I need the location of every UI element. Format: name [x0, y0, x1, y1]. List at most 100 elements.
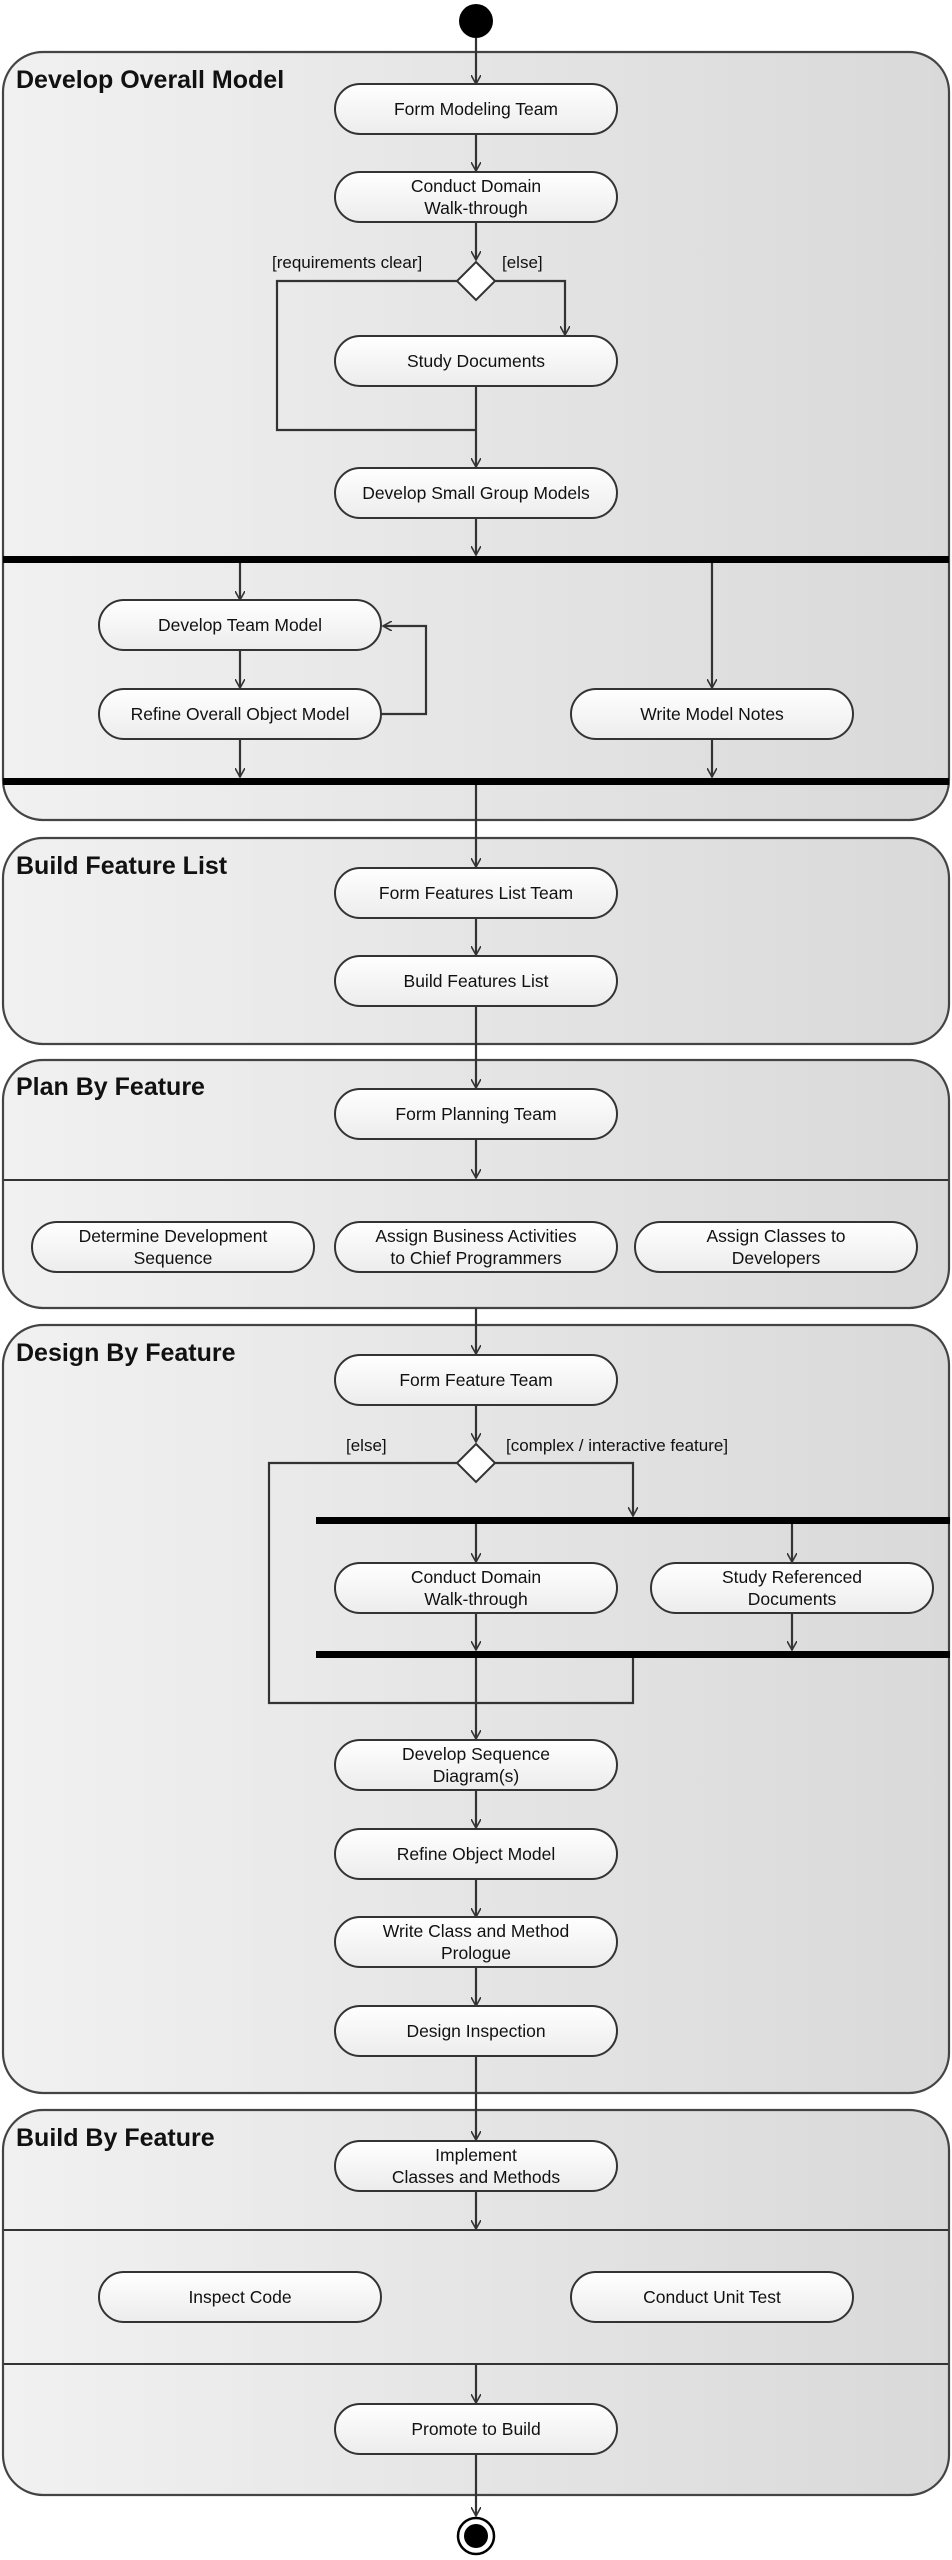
activity-shape [334, 2140, 618, 2192]
activity-label: Developers [732, 1248, 821, 1268]
activity-shape [334, 2005, 618, 2057]
activity-label: Refine Object Model [397, 1844, 556, 1864]
activity-shape [334, 467, 618, 519]
activity-shape [334, 1916, 618, 1968]
activity-shape [98, 688, 382, 740]
join-bar [3, 778, 949, 785]
activity-label: Write Model Notes [640, 704, 784, 724]
guard-label: [else] [502, 253, 543, 272]
activity-label: Conduct Domain [411, 176, 541, 196]
activity-form-modeling-team: Form Modeling Team [334, 83, 618, 135]
activity-shape [98, 599, 382, 651]
activity-label: Classes and Methods [392, 2167, 561, 2187]
activity-refine-overall-object-model: Refine Overall Object Model [98, 688, 382, 740]
activity-shape [334, 1562, 618, 1614]
phase-title: Build By Feature [16, 2124, 215, 2152]
activity-label: Promote to Build [411, 2419, 540, 2439]
activity-label: Form Modeling Team [394, 99, 558, 119]
activity-shape [570, 2271, 854, 2323]
phase-title: Develop Overall Model [16, 66, 284, 94]
activity-label: Develop Team Model [158, 615, 322, 635]
activity-shape [334, 2403, 618, 2455]
activity-shape [334, 1088, 618, 1140]
activity-conduct-unit-test: Conduct Unit Test [570, 2271, 854, 2323]
activity-label: Study Referenced [722, 1567, 862, 1587]
control-flow [240, 38, 792, 2516]
activity-label: Build Features List [404, 971, 549, 991]
activity-label: Inspect Code [188, 2287, 291, 2307]
initial-node [459, 4, 493, 38]
activity-shape [334, 867, 618, 919]
activity-inspect-code: Inspect Code [98, 2271, 382, 2323]
activity-shape [334, 171, 618, 223]
activity-label: Prologue [441, 1943, 511, 1963]
phase-title: Plan By Feature [16, 1073, 205, 1101]
activity-develop-small-group-models: Develop Small Group Models [334, 467, 618, 519]
activity-label: Walk-through [424, 1589, 527, 1609]
activity-label: Design Inspection [406, 2021, 545, 2041]
activity-shape [31, 1221, 315, 1273]
guard-label: [else] [346, 1436, 387, 1455]
guard-label: [complex / interactive feature] [506, 1436, 728, 1455]
activity-shape [334, 955, 618, 1007]
join-bar [316, 1651, 950, 1658]
activity-form-feature-team: Form Feature Team [334, 1354, 618, 1406]
activity-label: Conduct Domain [411, 1567, 541, 1587]
activity-shape [334, 1221, 618, 1273]
decision-node [455, 260, 497, 302]
fork-bar [3, 556, 949, 563]
activity-form-features-list-team: Form Features List Team [334, 867, 618, 919]
activity-label: Write Class and Method [383, 1921, 569, 1941]
activity-label: Diagram(s) [433, 1766, 520, 1786]
activity-refine-object-model: Refine Object Model [334, 1828, 618, 1880]
activity-shape [650, 1562, 934, 1614]
fork-bar [316, 1517, 950, 1524]
activity-label: Assign Classes to [706, 1226, 845, 1246]
activity-label: Documents [748, 1589, 837, 1609]
activity-shape [334, 335, 618, 387]
activity-shape [334, 83, 618, 135]
activity-label: Refine Overall Object Model [131, 704, 350, 724]
activity-shape [634, 1221, 918, 1273]
activity-promote-to-build: Promote to Build [334, 2403, 618, 2455]
activity-shape [98, 2271, 382, 2323]
guard-label: [requirements clear] [272, 253, 422, 272]
activity-label: Conduct Unit Test [643, 2287, 781, 2307]
activity-label: Form Features List Team [379, 883, 573, 903]
phase-title: Build Feature List [16, 852, 228, 880]
activity-label: Walk-through [424, 198, 527, 218]
activity-label: Develop Small Group Models [362, 483, 590, 503]
activity-label: Study Documents [407, 351, 545, 371]
activity-label: Develop Sequence [402, 1744, 550, 1764]
activity-shape [334, 1828, 618, 1880]
activity-write-model-notes: Write Model Notes [570, 688, 854, 740]
activity-label: Sequence [134, 1248, 213, 1268]
decision-node [455, 1442, 497, 1484]
phase-title: Design By Feature [16, 1339, 236, 1367]
activity-shape [334, 1739, 618, 1791]
activity-shape [334, 1354, 618, 1406]
activity-label: Form Planning Team [395, 1104, 556, 1124]
activity-build-features-list: Build Features List [334, 955, 618, 1007]
activity-form-planning-team: Form Planning Team [334, 1088, 618, 1140]
final-node [456, 2516, 496, 2556]
activity-label: to Chief Programmers [390, 1248, 561, 1268]
activity-label: Determine Development [79, 1226, 268, 1246]
activity-label: Assign Business Activities [375, 1226, 577, 1246]
activity-label: Form Feature Team [399, 1370, 552, 1390]
activity-design-inspection: Design Inspection [334, 2005, 618, 2057]
activity-shape [570, 688, 854, 740]
activity-develop-team-model: Develop Team Model [98, 599, 382, 651]
activity-study-documents: Study Documents [334, 335, 618, 387]
activity-label: Implement [435, 2145, 517, 2165]
